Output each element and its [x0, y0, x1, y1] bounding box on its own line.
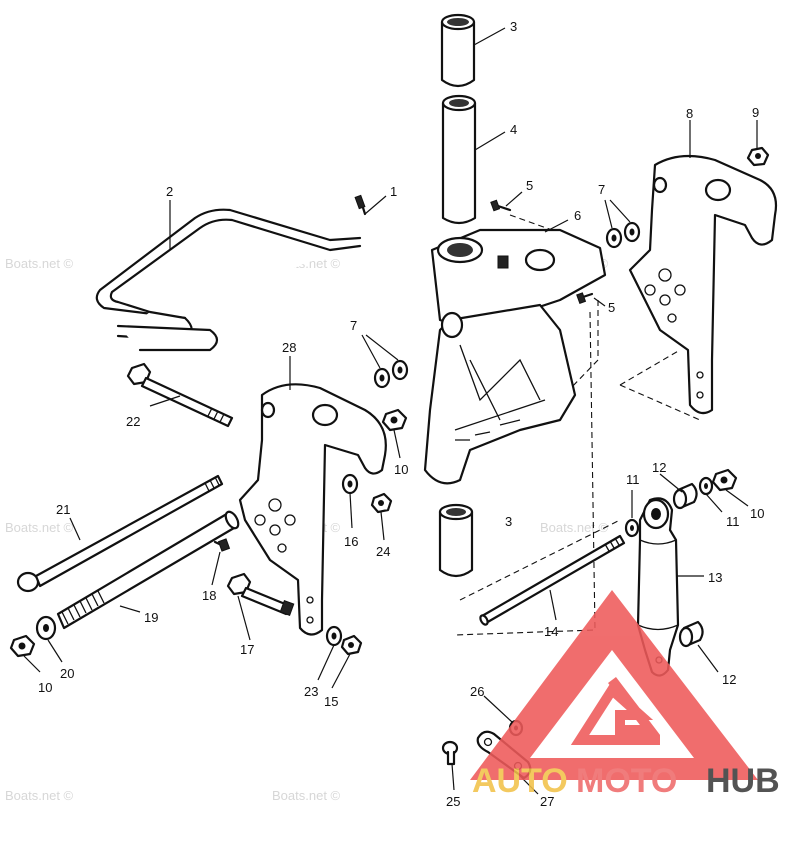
callout-20: 20 — [60, 666, 74, 681]
callout-11: 11 — [626, 472, 640, 487]
callout-21: 21 — [56, 502, 70, 517]
part-22-bolt — [126, 362, 234, 428]
callout-5: 5 — [526, 178, 533, 193]
callout-6: 6 — [574, 208, 581, 223]
watermark: Boats.net © — [5, 788, 74, 803]
callout-14: 14 — [544, 624, 558, 639]
logo-text-hub: HUB — [706, 762, 780, 800]
callout-16: 16 — [344, 534, 358, 549]
part-7-washers-right — [605, 221, 641, 249]
callout-26: 26 — [470, 684, 484, 699]
part-3-sleeve-top — [440, 13, 476, 88]
logo-text-auto: AUTO — [472, 762, 568, 800]
callout-28: 28 — [282, 340, 296, 355]
watermark: Boats.net © — [540, 520, 609, 535]
callout-2: 2 — [166, 184, 173, 199]
callout-3: 3 — [505, 514, 512, 529]
part-10-nuts — [9, 408, 738, 658]
logo-inner-g-icon — [570, 676, 661, 745]
part-19-threaded-tube — [56, 510, 240, 630]
callout-18: 18 — [202, 588, 216, 603]
part-7-washers-center — [373, 359, 409, 389]
part-15-nut — [340, 634, 363, 656]
callout-25: 25 — [446, 794, 460, 809]
part-14-rod — [479, 534, 626, 626]
callout-7: 7 — [598, 182, 605, 197]
callout-17: 17 — [240, 642, 254, 657]
part-11-washers — [624, 476, 714, 538]
callout-7: 7 — [350, 318, 357, 333]
callout-12: 12 — [652, 460, 666, 475]
part-8-clamp-bracket-right — [628, 154, 778, 415]
callout-11: 11 — [726, 514, 740, 529]
watermark: Boats.net © — [272, 788, 341, 803]
part-23-washer — [325, 625, 343, 647]
callout-12: 12 — [722, 672, 736, 687]
callout-23: 23 — [304, 684, 318, 699]
part-5-screws — [490, 199, 594, 305]
callout-8: 8 — [686, 106, 693, 121]
part-17-bolt — [226, 572, 295, 616]
callout-3: 3 — [510, 19, 517, 34]
part-16-washer — [341, 473, 359, 495]
callout-10: 10 — [38, 680, 52, 695]
callout-1: 1 — [390, 184, 397, 199]
part-1-pin — [354, 194, 367, 216]
callout-27: 27 — [540, 794, 554, 809]
part-4-tube — [441, 94, 477, 225]
part-20-washer — [35, 615, 57, 641]
callout-19: 19 — [144, 610, 158, 625]
callout-10: 10 — [750, 506, 764, 521]
watermark: Boats.net © — [5, 256, 74, 271]
logo-triangle-icon — [470, 590, 758, 780]
callout-24: 24 — [376, 544, 390, 559]
logo-text-moto: MOTO — [576, 762, 677, 800]
part-25-screw — [441, 740, 459, 766]
part-28-clamp-bracket-left — [238, 383, 387, 636]
part-21-long-bolt — [16, 474, 224, 593]
part-24-nut — [370, 492, 393, 514]
callout-22: 22 — [126, 414, 140, 429]
callout-15: 15 — [324, 694, 338, 709]
part-3-sleeve-bottom — [438, 503, 474, 578]
part-9-nut — [746, 146, 770, 167]
watermark: Boats.net © — [5, 520, 74, 535]
callout-13: 13 — [708, 570, 722, 585]
part-2-bent-rod — [95, 208, 362, 352]
callout-numbers: 3 4 5 6 5 1 2 7 7 8 9 28 10 16 24 22 21 … — [38, 19, 764, 809]
part-18-screw — [213, 538, 231, 552]
part-12-bushings — [672, 482, 704, 648]
automotohub-logo: AUTO MOTO HUB — [470, 590, 780, 800]
callout-5: 5 — [608, 300, 615, 315]
callout-10: 10 — [394, 462, 408, 477]
callout-4: 4 — [510, 122, 517, 137]
leader-lines — [23, 27, 758, 795]
callout-9: 9 — [752, 105, 759, 120]
part-6-swivel-bracket — [423, 228, 607, 485]
